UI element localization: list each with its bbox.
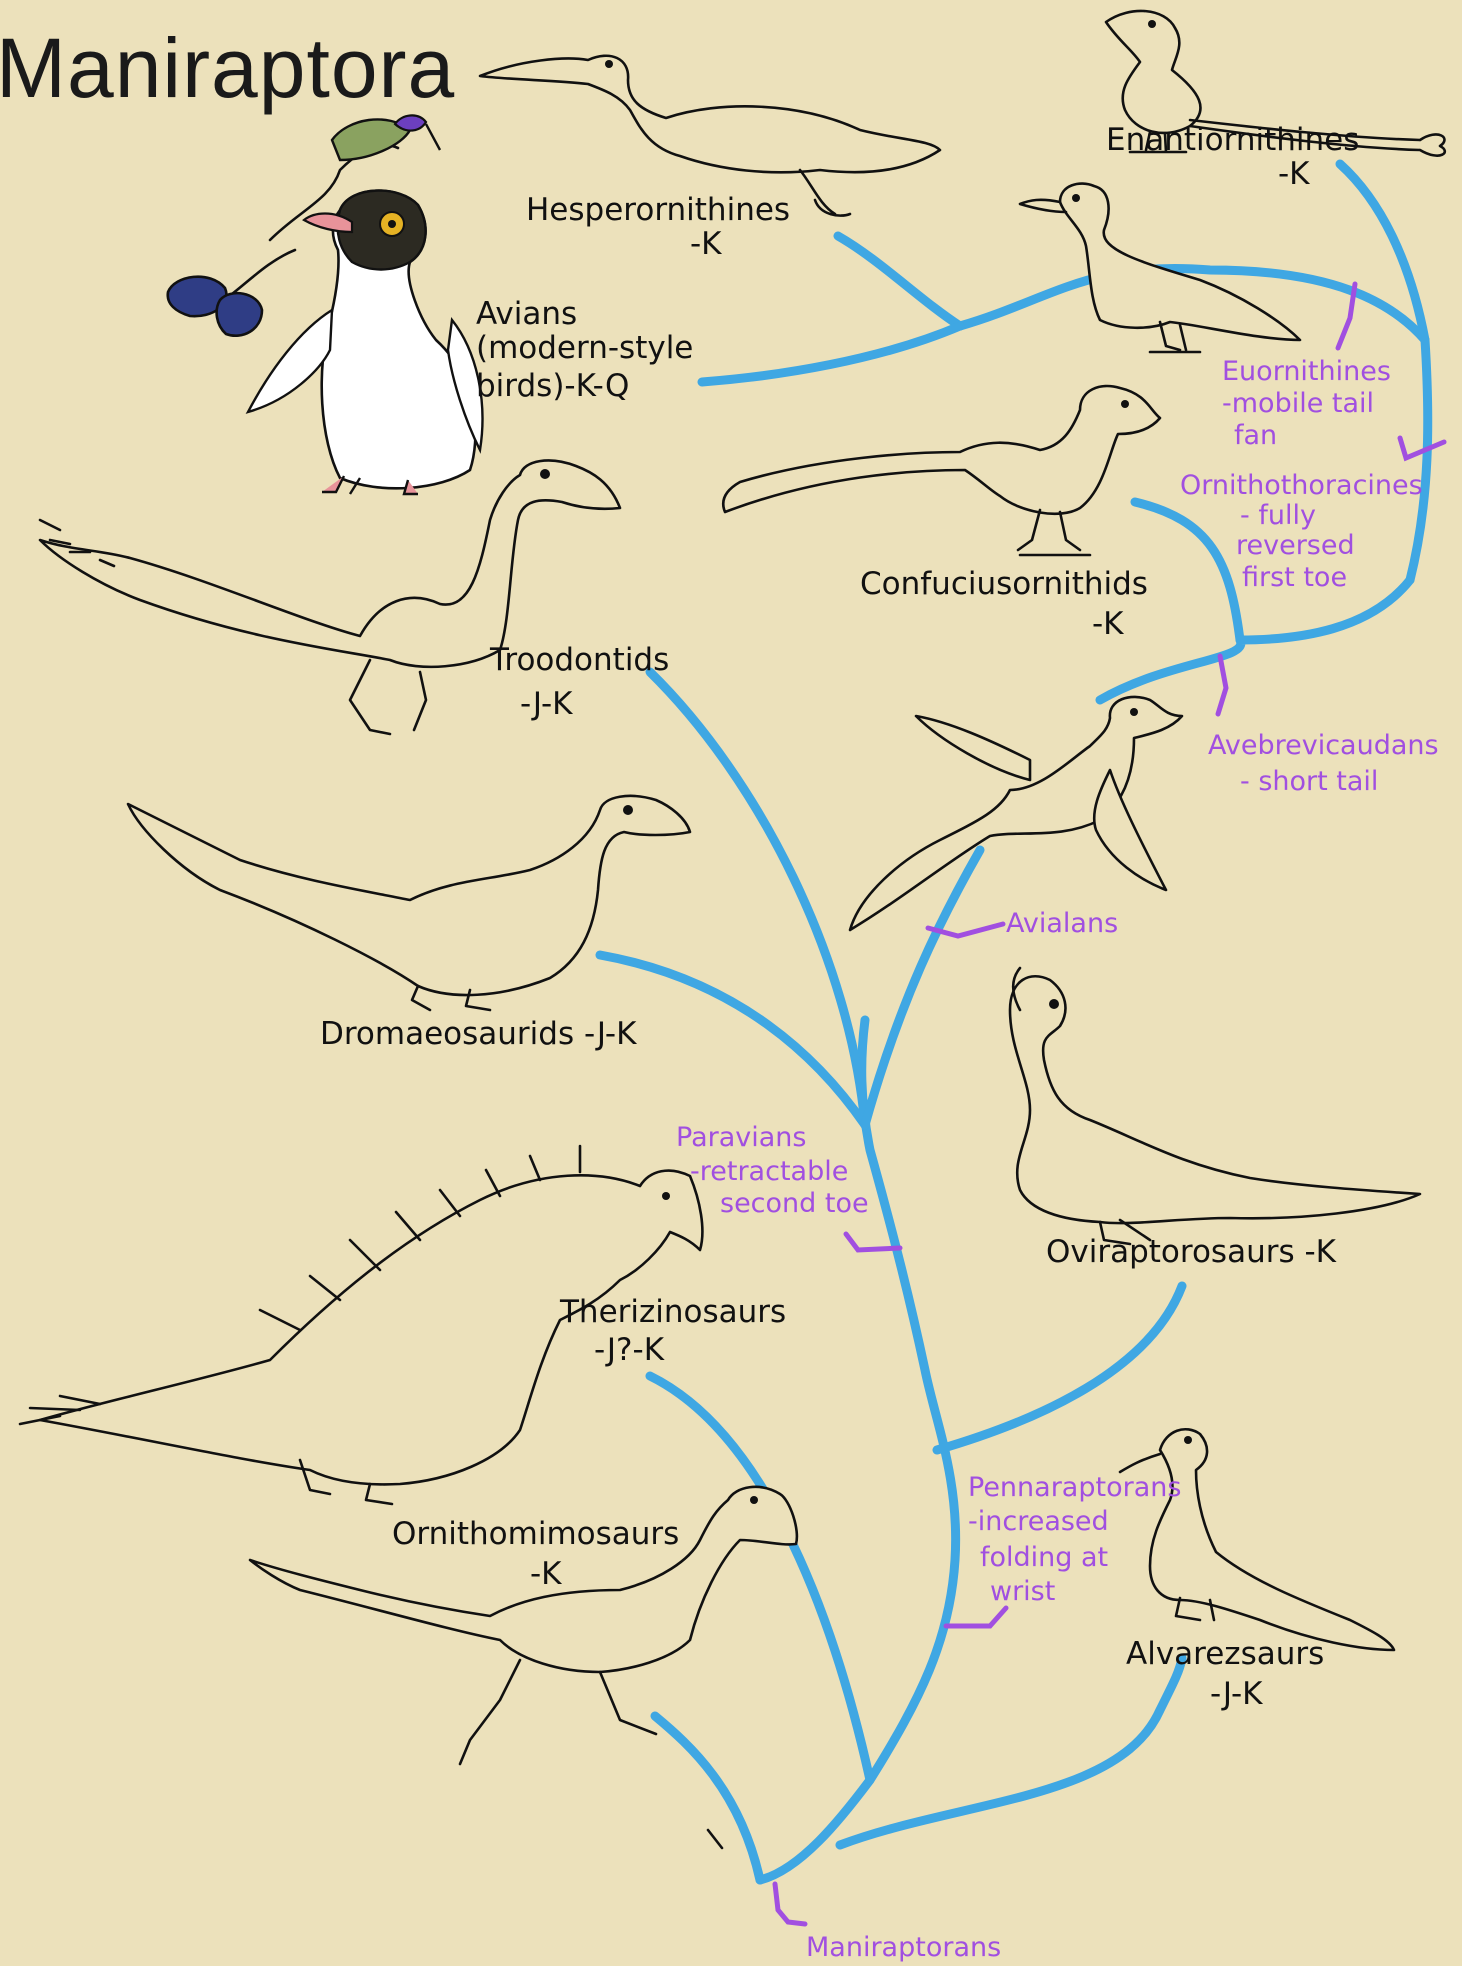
note-euornithines-line3: fan [1234,420,1277,451]
branch-avians [702,326,960,382]
label-troodontids: Troodontids [489,642,669,678]
note-ornithothoracines-line3: reversed [1236,530,1355,561]
label-therizinosaurs-time: -J?-K [594,1332,665,1368]
label-avians-line2: (modern-style [476,330,693,366]
note-ornithothoracines-line4: first toe [1242,562,1347,593]
label-oviraptorosaurs: Oviraptorosaurs -K [1046,1234,1337,1270]
label-avians-line3: birds)-K-Q [476,368,629,404]
note-ornithothoracines-line2: - fully [1240,500,1316,531]
note-pennaraptorans-line2: -increased [968,1506,1109,1537]
label-avians: Avians [476,296,577,332]
label-alvarezsaurs: Alvarezsaurs [1126,1636,1324,1672]
label-confuciusornithids: Confuciusornithids [860,566,1148,602]
stray-pen-mark [708,1830,722,1848]
tick-maniraptorans [775,1884,805,1924]
branch-trunk-ornithomimosaurs [655,1716,760,1880]
note-pennaraptorans: Pennaraptorans [968,1472,1181,1503]
note-avebrevicaudans: Avebrevicaudans [1208,730,1439,761]
branch-oviraptorosaurs [937,1286,1182,1450]
note-paravians: Paravians [676,1122,806,1153]
branch-troodontids [650,672,865,1125]
confuciusornithid-illustration [723,386,1160,555]
label-alvarezsaurs-time: -J-K [1210,1676,1263,1712]
tick-pennaraptorans [946,1608,1006,1626]
branch-dromaeosaurids [600,955,865,1125]
label-hesperornithines: Hesperornithines [526,192,790,228]
tick-avebrevicaudans [1218,656,1226,714]
label-hesperornithines-time: -K [690,226,722,262]
branch-hesperornithines [838,236,960,326]
label-enantiornithines: Enantiornithines [1106,122,1359,158]
avialan-illustration [850,697,1182,930]
label-dromaeosaurids: Dromaeosaurids -J-K [320,1016,637,1052]
tick-ornithothoracines [1400,438,1444,458]
note-paravians-line3: second toe [720,1188,869,1219]
label-therizinosaurs: Therizinosaurs [559,1294,786,1330]
label-troodontids-time: -J-K [520,686,573,722]
note-avebrevicaudans-line2: - short tail [1240,766,1378,797]
note-euornithines: Euornithines [1222,356,1391,387]
note-pennaraptorans-line3: folding at [980,1542,1108,1573]
alvarezsaur-illustration [1120,1429,1394,1650]
note-pennaraptorans-line4: wrist [990,1576,1055,1607]
note-ornithothoracines: Ornithothoracines [1180,470,1423,501]
dromaeosaurid-illustration [128,796,690,1010]
branch-ornithothoracines [1410,340,1428,580]
note-maniraptorans: Maniraptorans [806,1932,1001,1963]
oviraptorosaur-illustration [1010,968,1420,1244]
label-enantiornithines-time: -K [1278,156,1310,192]
branch-confuciusornithids [1135,502,1240,640]
note-paravians-line2: -retractable [690,1156,848,1187]
note-avialans: Avialans [1006,908,1118,939]
label-ornithomimosaurs: Ornithomimosaurs [392,1516,679,1552]
note-euornithines-line2: -mobile tail [1222,388,1374,419]
label-ornithomimosaurs-time: -K [530,1556,562,1592]
avian-illustration [168,115,483,494]
label-confuciusornithids-time: -K [1092,606,1124,642]
